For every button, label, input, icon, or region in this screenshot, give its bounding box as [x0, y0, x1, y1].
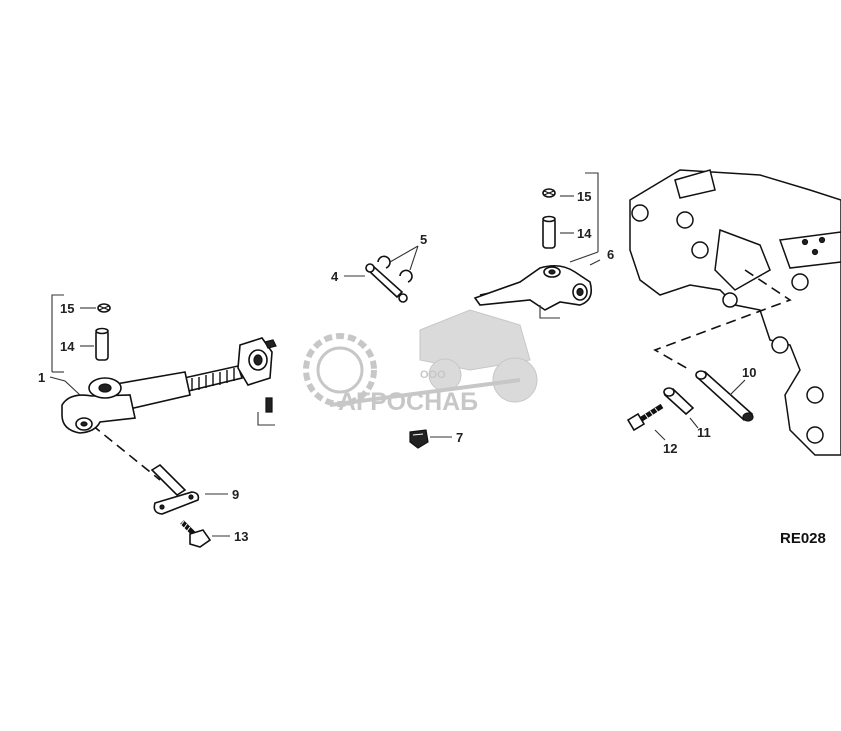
pin-4: [365, 263, 404, 299]
pin-plate: [150, 463, 200, 515]
upper-clevis-6: [473, 264, 593, 319]
callout-1: 1: [38, 370, 45, 385]
callout-7: 7: [456, 430, 463, 445]
spring-clip-right: [542, 188, 556, 198]
nut-7: [409, 429, 429, 449]
bolt-12: [626, 403, 664, 432]
callout-14-right: 14: [577, 226, 592, 241]
callout-bracket-left: [51, 294, 64, 373]
housing: [629, 169, 841, 456]
bushing-left: [95, 327, 109, 361]
callout-13: 13: [234, 529, 248, 544]
watermark-name: АГРОСНАБ: [338, 388, 478, 416]
bushing-11: [663, 387, 695, 416]
callout-labels: 1 4 5 6 7 9 10 11 12 13 14 15 14 15: [38, 189, 756, 544]
spring-clip-left: [97, 303, 111, 313]
callout-leaders: [49, 195, 746, 537]
drawing-reference: RE028: [780, 530, 826, 547]
coupling-block: [237, 337, 277, 426]
bushing-right: [542, 215, 556, 249]
callout-12: 12: [663, 441, 677, 456]
callout-6: 6: [607, 247, 614, 262]
callout-5: 5: [420, 232, 427, 247]
watermark: ООО АГРОСНАБ: [303, 309, 538, 416]
callout-14-left: 14: [60, 339, 75, 354]
callout-15-right: 15: [577, 189, 591, 204]
watermark-prefix: ООО: [420, 369, 446, 381]
callout-11: 11: [697, 425, 711, 440]
retaining-rings-5: [377, 255, 413, 303]
callout-4: 4: [331, 269, 339, 284]
lift-link-assembly: [61, 365, 244, 434]
callout-bracket-right: [569, 172, 599, 263]
bolt-13: [180, 520, 212, 548]
pin-10: [695, 370, 754, 422]
callout-9: 9: [232, 487, 239, 502]
callout-10: 10: [742, 365, 756, 380]
callout-15-left: 15: [60, 301, 74, 316]
